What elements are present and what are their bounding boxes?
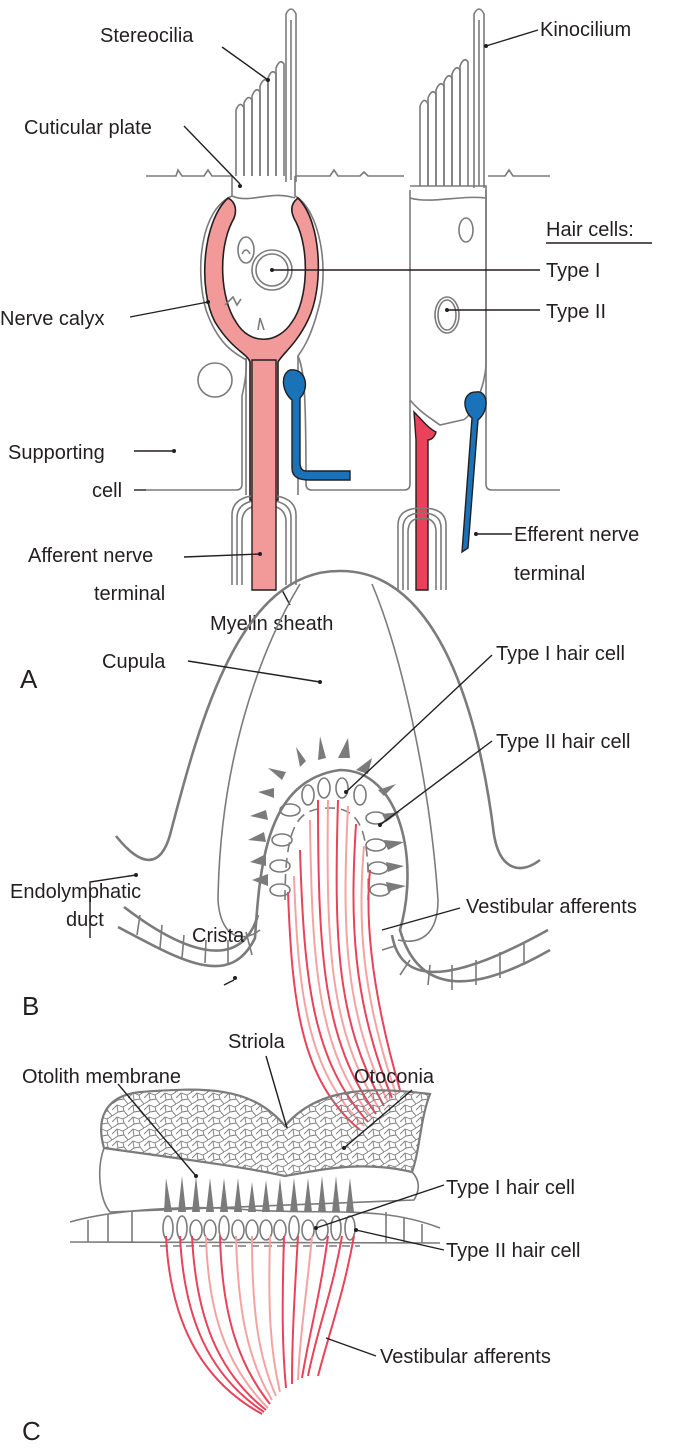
panel-c: Striola Otolith membrane Otoconia Type I… xyxy=(22,1031,581,1446)
label-b-vestibular-afferents: Vestibular afferents xyxy=(466,896,637,918)
label-afferent-nerve-1: Afferent nerve xyxy=(28,545,153,567)
label-endolymphatic-1: Endolymphatic xyxy=(10,881,141,903)
panel-label-a: A xyxy=(20,664,38,694)
type-ii-afferent-terminal xyxy=(413,410,437,591)
label-stereocilia: Stereocilia xyxy=(100,25,194,47)
type-ii-efferent-terminal xyxy=(461,391,487,554)
nerve-calyx xyxy=(203,196,320,501)
type-i-cell-outline xyxy=(199,176,324,495)
label-crista: Crista xyxy=(192,925,245,947)
label-c-type-i-hair-cell: Type I hair cell xyxy=(446,1177,575,1199)
label-nerve-calyx: Nerve calyx xyxy=(0,308,104,330)
label-otolith-membrane: Otolith membrane xyxy=(22,1066,181,1088)
label-endolymphatic-2: duct xyxy=(66,909,104,931)
label-efferent-nerve-1: Efferent nerve xyxy=(514,524,639,546)
label-type-ii: Type II xyxy=(546,301,606,323)
crista-cell-bodies xyxy=(269,777,391,897)
macula-vestibular-afferents xyxy=(165,1235,355,1415)
type-i-efferent-terminal xyxy=(282,369,351,481)
label-cupula: Cupula xyxy=(102,651,166,673)
otolith-membrane xyxy=(98,1147,420,1213)
type-i-afferent-terminal xyxy=(251,359,277,591)
label-hair-cells-heading: Hair cells: xyxy=(546,219,634,241)
panel-a: Stereocilia Kinocilium Cuticular plate H… xyxy=(0,8,652,694)
type-i-stereocilia xyxy=(235,8,297,182)
type-ii-stereocilia xyxy=(419,8,485,188)
label-striola: Striola xyxy=(228,1031,286,1053)
label-type-i: Type I xyxy=(546,260,600,282)
cuticular-plate xyxy=(231,194,296,200)
macula-hair-cells xyxy=(162,1176,356,1241)
label-b-type-ii-hair-cell: Type II hair cell xyxy=(496,731,631,753)
label-cuticular-plate: Cuticular plate xyxy=(24,117,152,139)
basement-membrane xyxy=(284,807,370,901)
crista-hair-cells xyxy=(248,736,406,892)
label-supporting-cell-1: Supporting xyxy=(8,442,105,464)
apical-surface xyxy=(146,168,550,177)
label-otoconia: Otoconia xyxy=(354,1066,435,1088)
label-afferent-nerve-2: terminal xyxy=(94,583,165,605)
cupula-outer xyxy=(114,569,541,870)
panel-b: Cupula Type I hair cell Type II hair cel… xyxy=(10,569,637,1131)
panel-label-c: C xyxy=(22,1416,41,1446)
supporting-cell-walls xyxy=(146,190,560,491)
type-ii-nucleus xyxy=(434,296,460,334)
type-ii-cell-outline xyxy=(409,185,487,426)
label-kinocilium: Kinocilium xyxy=(540,19,631,41)
supporting-cell-vesicle xyxy=(197,362,233,398)
label-myelin-sheath: Myelin sheath xyxy=(210,613,333,635)
cupula-inner xyxy=(217,583,439,942)
otoconia-layer xyxy=(100,1088,432,1178)
label-c-vestibular-afferents: Vestibular afferents xyxy=(380,1346,551,1368)
panel-label-b: B xyxy=(22,991,39,1021)
label-supporting-cell-2: cell xyxy=(92,480,122,502)
label-efferent-nerve-2: terminal xyxy=(514,563,585,585)
label-b-type-i-hair-cell: Type I hair cell xyxy=(496,643,625,665)
label-c-type-ii-hair-cell: Type II hair cell xyxy=(446,1240,581,1262)
